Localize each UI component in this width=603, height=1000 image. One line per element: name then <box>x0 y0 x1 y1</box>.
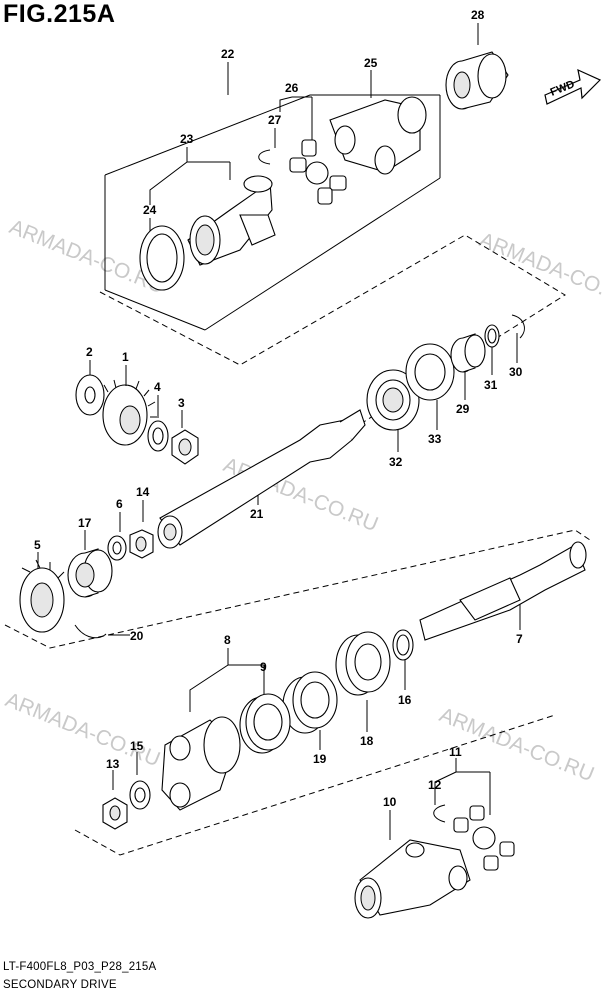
part-7-output-shaft <box>419 541 587 641</box>
part-28-rubber-boot <box>445 51 509 110</box>
callout-6: 6 <box>116 497 123 511</box>
part-21-propeller-shaft <box>157 409 366 549</box>
part-12-snap-ring <box>433 804 446 823</box>
callout-32: 32 <box>389 455 403 469</box>
callout-15: 15 <box>130 739 144 753</box>
part-33-oil-seal <box>405 343 455 401</box>
callout-33: 33 <box>428 432 442 446</box>
callout-3: 3 <box>178 396 185 410</box>
callout-19: 19 <box>313 752 327 766</box>
callout-2: 2 <box>86 345 93 359</box>
callout-17: 17 <box>78 516 92 530</box>
callout-7: 7 <box>516 632 523 646</box>
part-16-snap-ring <box>392 629 414 661</box>
callout-5: 5 <box>34 538 41 552</box>
part-4-washer <box>147 420 169 452</box>
figure-title: FIG.215A <box>3 0 116 28</box>
diagram-code: LT-F400FL8_P03_P28_215A <box>3 961 157 973</box>
part-25-yoke <box>329 96 427 175</box>
callout-9: 9 <box>260 660 267 674</box>
callout-16: 16 <box>398 693 412 707</box>
callout-25: 25 <box>364 56 378 70</box>
part-27-snap-ring <box>258 149 271 165</box>
part-20-snap-ring <box>74 624 107 639</box>
callout-20: 20 <box>130 629 144 643</box>
part-6-washer <box>107 535 127 561</box>
callout-13: 13 <box>106 757 120 771</box>
part-9-seal <box>239 693 291 754</box>
part-31-ring <box>484 324 500 348</box>
part-32-bearing <box>366 369 420 431</box>
part-1-bevel-gear <box>102 378 157 446</box>
part-18-bearing <box>335 631 391 696</box>
callout-1: 1 <box>122 350 129 364</box>
part-26-universal-joint-cross <box>289 139 347 205</box>
callout-14: 14 <box>136 485 150 499</box>
part-15-washer <box>129 780 151 810</box>
part-8-yoke <box>161 716 241 811</box>
callout-28: 28 <box>471 8 485 22</box>
callout-22: 22 <box>221 47 235 61</box>
part-24-seal-ring <box>139 225 185 291</box>
part-13-nut <box>102 797 128 830</box>
callout-31: 31 <box>484 378 498 392</box>
callout-26: 26 <box>285 81 299 95</box>
callout-4: 4 <box>154 380 161 394</box>
callout-30: 30 <box>509 365 523 379</box>
diagram-name: SECONDARY DRIVE <box>3 979 117 991</box>
part-23-yoke-shaft <box>187 175 276 266</box>
part-3-nut <box>171 429 199 465</box>
callout-12: 12 <box>428 778 442 792</box>
part-19-oil-seal <box>282 671 338 734</box>
part-10-yoke <box>354 839 471 919</box>
callout-11: 11 <box>449 745 462 759</box>
callout-24: 24 <box>143 203 157 217</box>
fwd-arrow-icon: FWD <box>544 68 602 105</box>
callout-29: 29 <box>456 402 470 416</box>
callout-8: 8 <box>224 633 231 647</box>
callout-21: 21 <box>250 507 264 521</box>
watermark-4: ARMADA-CO.RU <box>2 688 163 771</box>
callout-27: 27 <box>268 113 282 127</box>
part-5-bevel-gear <box>19 559 65 633</box>
assembly-frame-22 <box>104 94 441 331</box>
part-30-circlip <box>511 314 525 339</box>
part-2-washer <box>75 374 105 416</box>
section-divider-lines <box>4 234 591 856</box>
part-17-bearing <box>67 548 113 598</box>
callout-18: 18 <box>360 734 374 748</box>
part-11-universal-joint-cross <box>453 805 515 871</box>
watermark-2: ARMADA-CO.RU <box>476 228 603 311</box>
callout-23: 23 <box>180 132 194 146</box>
part-29-collar <box>450 333 486 373</box>
part-14-nut <box>129 529 154 559</box>
callout-10: 10 <box>383 795 397 809</box>
